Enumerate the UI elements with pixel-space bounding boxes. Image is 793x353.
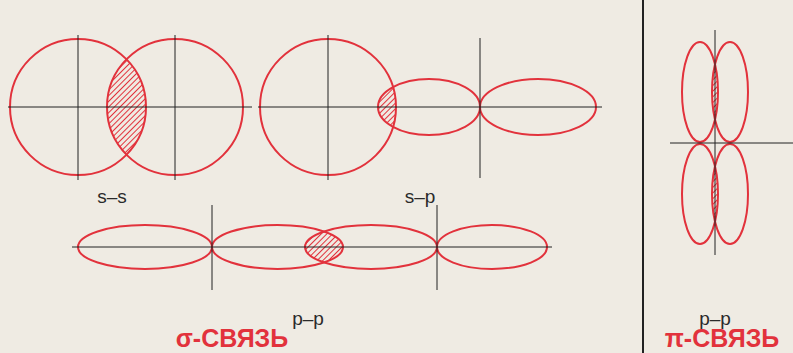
divider — [642, 0, 644, 353]
orbitals — [10, 39, 748, 269]
bond-type: p–p — [699, 309, 731, 328]
bond-heading: π-СВЯЗЬ — [665, 326, 780, 351]
bond-type: s–s — [97, 187, 127, 206]
bond-heading: σ-СВЯЗЬ — [176, 326, 289, 351]
axes — [8, 30, 793, 290]
bond-type: s–p — [405, 187, 436, 206]
bond-type: p–p — [292, 309, 324, 328]
